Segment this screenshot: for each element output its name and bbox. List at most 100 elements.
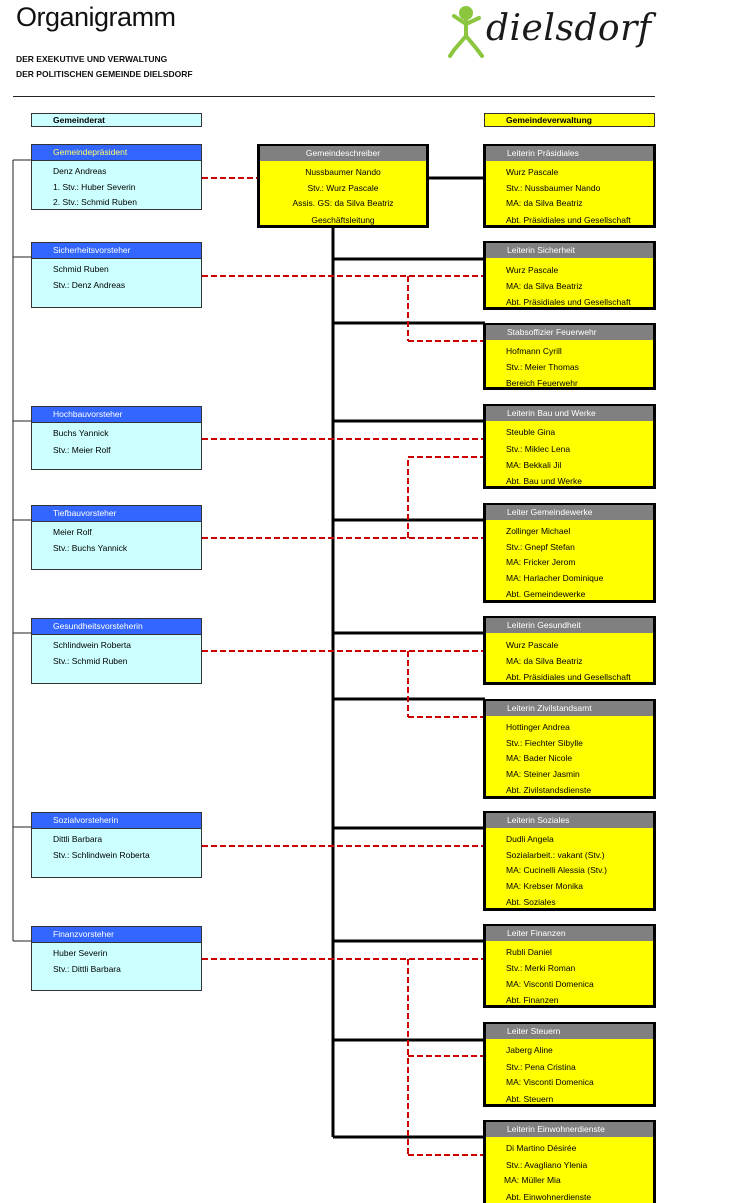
admin-trunk [331,176,485,1139]
admin-box-einwohnerdienste: Leiterin Einwohnerdienste Di Martino Dés… [483,1120,656,1203]
council-header: Sicherheitsvorsteher [32,243,201,259]
admin-line: MA: Harlacher Dominique [506,573,604,583]
council-line: Buchs Yannick [53,428,109,438]
council-header: Finanzvorsteher [32,927,201,943]
council-line: Stv.: Dittli Barbara [53,964,121,974]
admin-header: Stabsoffizier Feuerwehr [486,325,653,340]
dashed-links [202,177,485,1156]
council-box-tiefbau: Tiefbauvorsteher Meier Rolf Stv.: Buchs … [31,505,202,570]
gemeindeschreiber-line: Nussbaumer Nando [305,167,381,177]
council-line: Schmid Ruben [53,264,109,274]
admin-line: Zollinger Michael [506,526,571,536]
council-header: Gesundheitsvorsteherin [32,619,201,635]
admin-header: Leiterin Gesundheit [486,618,653,633]
admin-line: Abt. Finanzen [506,995,559,1005]
dielsdorf-logo-icon [448,6,484,58]
admin-line: MA: Krebser Monika [506,881,583,891]
admin-line: Stv.: Miklec Lena [506,444,571,454]
admin-header: Leiter Gemeindewerke [486,505,653,520]
gemeindeschreiber-line: Stv.: Wurz Pascale [307,183,379,193]
council-line: Huber Severin [53,948,108,958]
council-line: Dittli Barbara [53,834,103,844]
admin-box-bau-werke: Leiterin Bau und Werke Steuble Gina Stv.… [483,404,656,489]
page-title: Organigramm [16,2,176,32]
admin-line: Rubli Daniel [506,947,552,957]
council-line: Meier Rolf [53,527,92,537]
admin-line: Stv.: Meier Thomas [506,362,579,372]
admin-box-praesidiales: Leiterin Präsidiales Wurz Pascale Stv.: … [483,144,656,228]
admin-line: Hofmann Cyrill [506,346,562,356]
council-line: Stv.: Schmid Ruben [53,656,128,666]
admin-header: Leiterin Zivilstandsamt [486,701,653,716]
admin-line: Abt. Bau und Werke [506,476,582,486]
admin-line: MA: Visconti Domenica [506,1077,594,1087]
admin-line: MA: da Silva Beatriz [506,656,583,666]
admin-line: MA: da Silva Beatriz [506,281,583,291]
admin-line: Abt. Präsidiales und Gesellschaft [506,672,631,682]
gemeindeschreiber-line: Assis. GS: da Silva Beatriz [292,198,394,208]
council-line: Denz Andreas [53,166,107,176]
council-box-soziales: Sozialvorsteherin Dittli Barbara Stv.: S… [31,812,202,878]
admin-box-steuern: Leiter Steuern Jaberg Aline Stv.: Pena C… [483,1022,656,1107]
gemeindeschreiber-header: Gemeindeschreiber [260,146,426,161]
council-header: Tiefbauvorsteher [32,506,201,522]
admin-header: Leiter Finanzen [486,926,653,941]
council-line: Stv.: Meier Rolf [53,445,111,455]
council-box-finanzen: Finanzvorsteher Huber Severin Stv.: Ditt… [31,926,202,991]
council-line: 2. Stv.: Schmid Ruben [53,197,137,207]
council-line: Schlindwein Roberta [53,640,131,650]
admin-header: Leiterin Bau und Werke [486,406,653,421]
admin-header: Leiterin Einwohnerdienste [486,1122,653,1137]
admin-box-feuerwehr: Stabsoffizier Feuerwehr Hofmann Cyrill S… [483,323,656,390]
admin-line: Stv.: Avagliano Ylenia [506,1160,588,1170]
page-subtitle-line2: DER POLITISCHEN GEMEINDE DIELSDORF [16,69,193,79]
page-subtitle-line1: DER EXEKUTIVE UND VERWALTUNG [16,54,168,64]
section-label-gemeindeverwaltung: Gemeindeverwaltung [484,113,655,127]
admin-line: Stv.: Nussbaumer Nando [506,183,601,193]
admin-line: MA: Visconti Domenica [506,979,594,989]
admin-line: Abt. Gemeindewerke [506,589,586,599]
admin-box-finanzen: Leiter Finanzen Rubli Daniel Stv.: Merki… [483,924,656,1008]
council-line: 1. Stv.: Huber Severin [53,182,136,192]
gemeindeschreiber-box: Gemeindeschreiber Nussbaumer Nando Stv.:… [257,144,429,228]
council-header: Sozialvorsteherin [32,813,201,829]
admin-line: Abt. Steuern [506,1094,554,1104]
admin-line: Hottinger Andrea [506,722,570,732]
council-box-gesundheit: Gesundheitsvorsteherin Schlindwein Rober… [31,618,202,684]
council-line: Stv.: Schlindwein Roberta [53,850,150,860]
admin-line: MA: Bader Nicole [506,753,573,763]
logo-wordmark: dielsdorf [486,8,652,49]
admin-line: Wurz Pascale [506,167,559,177]
council-bracket [12,159,31,942]
council-box-hochbau: Hochbauvorsteher Buchs Yannick Stv.: Mei… [31,406,202,470]
admin-header: Leiterin Soziales [486,813,653,828]
admin-line: Di Martino Désirée [506,1143,577,1153]
section-label-gemeinderat: Gemeinderat [31,113,202,127]
council-line: Stv.: Buchs Yannick [53,543,128,553]
admin-box-sicherheit: Leiterin Sicherheit Wurz Pascale MA: da … [483,241,656,310]
admin-header: Leiterin Sicherheit [486,243,653,258]
admin-line: Stv.: Pena Cristina [506,1062,576,1072]
admin-header: Leiter Steuern [486,1024,653,1039]
admin-line: Sozialarbeit.: vakant (Stv.) [506,850,605,860]
admin-line: Abt. Präsidiales und Gesellschaft [506,215,631,225]
admin-box-gemeindewerke: Leiter Gemeindewerke Zollinger Michael S… [483,503,656,603]
admin-line: MA: Bekkali Jil [506,460,562,470]
council-header: Hochbauvorsteher [32,407,201,423]
header-divider [13,96,655,97]
admin-line: Stv.: Gnepf Stefan [506,542,575,552]
council-box-sicherheit: Sicherheitsvorsteher Schmid Ruben Stv.: … [31,242,202,308]
admin-box-zivilstandsamt: Leiterin Zivilstandsamt Hottinger Andrea… [483,699,656,799]
admin-line: Bereich Feuerwehr [506,378,578,388]
admin-line: MA: Steiner Jasmin [506,769,580,779]
council-box-praesident: Gemeindepräsident Denz Andreas 1. Stv.: … [31,144,202,210]
admin-line: Dudli Angela [506,834,554,844]
admin-line: Jaberg Aline [506,1045,553,1055]
admin-box-gesundheit: Leiterin Gesundheit Wurz Pascale MA: da … [483,616,656,685]
gemeindeschreiber-line: Geschäftsleitung [311,215,375,225]
admin-line: Steuble Gina [506,427,556,437]
admin-header: Leiterin Präsidiales [486,146,653,161]
admin-line: Abt. Einwohnerdienste [506,1192,592,1202]
admin-line: Abt. Soziales [506,897,556,907]
